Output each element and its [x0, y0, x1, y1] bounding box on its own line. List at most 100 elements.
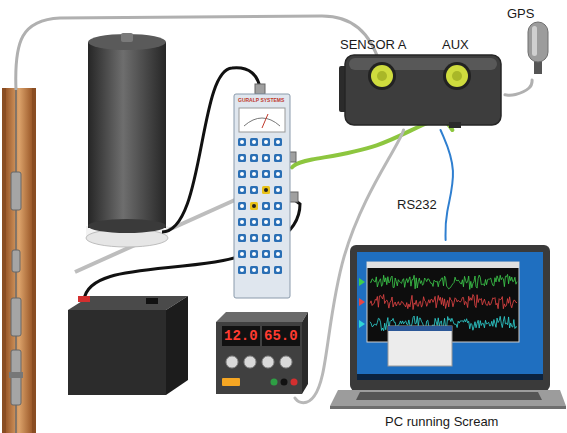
- socket-block: [274, 202, 282, 210]
- digitizer-box: SENSOR AAUX: [335, 36, 505, 130]
- seismometer-body: [88, 42, 166, 228]
- battery-side: [166, 296, 188, 395]
- socket-block: [262, 234, 270, 242]
- socket-hole: [264, 220, 268, 224]
- socket-hole: [252, 220, 256, 224]
- socket-block: [238, 234, 246, 242]
- psu-front: [216, 322, 302, 394]
- connector-socket: [443, 62, 471, 90]
- borehole-bore: [6, 88, 32, 433]
- socket-block: [238, 170, 246, 178]
- socket-hole: [264, 204, 268, 208]
- laptop-base: [330, 390, 566, 406]
- socket-hole: [252, 204, 256, 208]
- socket-hole: [264, 236, 268, 240]
- breakout-panel: [234, 94, 290, 298]
- connector-label: SENSOR A: [340, 38, 406, 51]
- socket-hole: [276, 172, 280, 176]
- aux-cable: [292, 120, 452, 167]
- connector-socket: [446, 65, 468, 87]
- socket-block: [250, 154, 258, 162]
- borehole-instrument: [11, 172, 21, 210]
- borehole-casing: [2, 88, 36, 433]
- node-outline: [330, 240, 566, 433]
- socket-hole: [240, 188, 244, 192]
- caption-text: PC running Scream: [385, 415, 498, 428]
- borehole-instrument: [12, 250, 20, 272]
- socket-block: [238, 138, 246, 146]
- socket-hole: [276, 140, 280, 144]
- socket-hole: [264, 140, 268, 144]
- signal-label: RS232: [397, 198, 437, 211]
- socket-hole: [240, 140, 244, 144]
- control-knob: [244, 356, 256, 368]
- socket-hole: [264, 268, 268, 272]
- socket-hole: [252, 172, 256, 176]
- socket-block: [262, 186, 270, 194]
- socket-block: [250, 186, 258, 194]
- socket-hole: [264, 188, 268, 192]
- gps-label: GPS: [507, 7, 534, 20]
- cable-gland: [449, 122, 461, 128]
- battery-front: [68, 310, 166, 395]
- psu-side: [302, 312, 308, 394]
- socket-hole: [240, 172, 244, 176]
- socket-hole: [276, 252, 280, 256]
- socket-block: [238, 202, 246, 210]
- psu-top: [216, 312, 308, 322]
- output-terminal: [281, 379, 288, 386]
- socket-hole: [240, 268, 244, 272]
- antenna-highlight: [532, 26, 537, 56]
- laptop-screen: [357, 252, 543, 380]
- gps-cable: [505, 80, 532, 95]
- socket-block: [262, 202, 270, 210]
- socket-block: [250, 170, 258, 178]
- display-reading: 12.0: [224, 329, 258, 343]
- socket-hole: [240, 220, 244, 224]
- breakout-box: GURALP SYSTEMS: [232, 90, 292, 300]
- socket-hole: [264, 172, 268, 176]
- meter-scale: [244, 118, 280, 126]
- battery-terminal: [78, 296, 90, 302]
- dialog-titlebar: [388, 326, 452, 331]
- socket-block: [238, 186, 246, 194]
- socket-hole: [252, 268, 256, 272]
- sensor-cable: [16, 16, 380, 90]
- socket-hole: [276, 268, 280, 272]
- socket-block: [250, 138, 258, 146]
- socket-hole: [276, 188, 280, 192]
- window-titlebar: [367, 262, 519, 268]
- waveform-window: [367, 262, 519, 342]
- socket-block: [238, 250, 246, 258]
- socket-block: [250, 266, 258, 274]
- socket-block: [250, 234, 258, 242]
- brand-label: GURALP SYSTEMS: [238, 98, 284, 103]
- battery-terminal: [146, 298, 158, 304]
- keyboard: [356, 392, 542, 400]
- socket-block: [262, 218, 270, 226]
- waveform-trace: [370, 295, 517, 310]
- socket-block: [250, 218, 258, 226]
- meter-needle: [262, 114, 268, 128]
- socket-hole: [276, 156, 280, 160]
- output-terminal: [271, 379, 278, 386]
- socket-hole: [252, 236, 256, 240]
- socket-block: [262, 266, 270, 274]
- waveform-trace: [370, 274, 517, 289]
- connector-socket: [371, 65, 393, 87]
- meter-face: [239, 108, 285, 132]
- base-edge: [330, 406, 566, 409]
- socket-hole: [276, 220, 280, 224]
- socket-hole: [240, 236, 244, 240]
- borehole-packer: [9, 372, 23, 378]
- socket-hole: [252, 188, 256, 192]
- control-knob: [280, 356, 292, 368]
- trace-marker: [359, 298, 365, 306]
- socket-block: [274, 234, 282, 242]
- dialog-window: [388, 326, 452, 366]
- socket-block: [250, 202, 258, 210]
- socket-block: [274, 250, 282, 258]
